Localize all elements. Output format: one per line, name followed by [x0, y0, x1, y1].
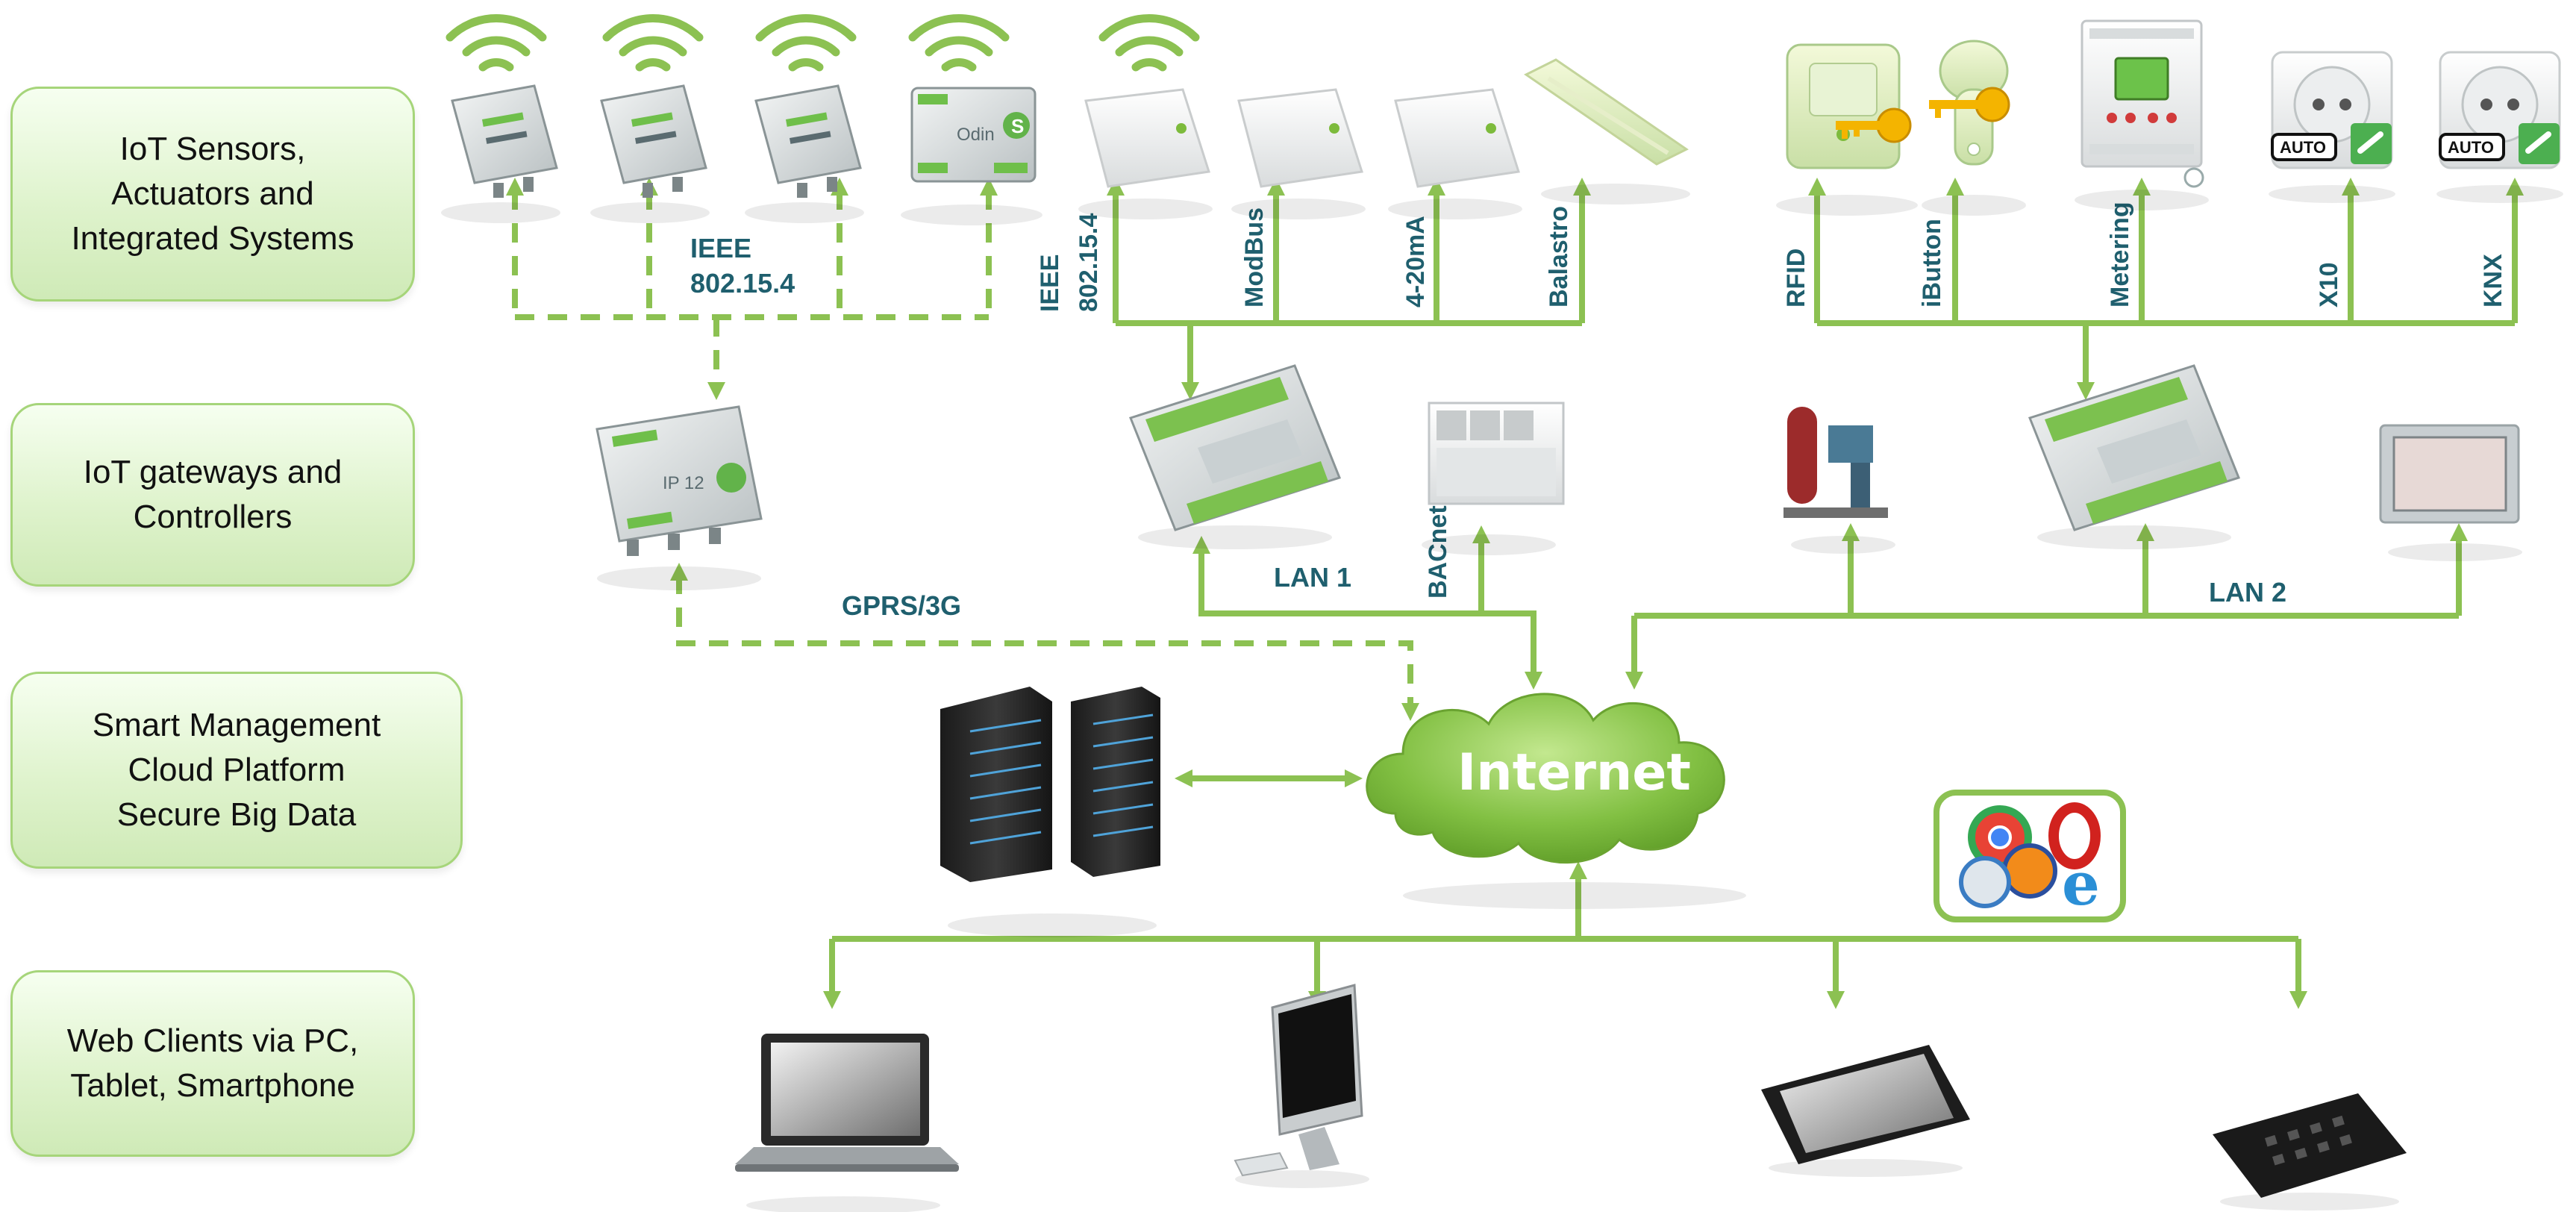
- tablet-client: [1761, 1045, 1970, 1177]
- browser-logos-badge: e: [1933, 790, 2126, 922]
- wifi-signal-icons: [446, 13, 1200, 72]
- gateway-model-text: IP 12: [663, 473, 704, 493]
- internet-label: Internet: [1457, 743, 1691, 802]
- server-rack-group: [940, 687, 1160, 937]
- safari-icon: [1959, 856, 2011, 908]
- din-rail-controller-1: [1129, 364, 1341, 549]
- label-modbus: ModBus: [1240, 207, 1269, 307]
- label-ibutton: iButton: [1918, 219, 1946, 307]
- wired-sensor-1: [1078, 88, 1213, 219]
- wireless-sensor-1: [441, 84, 560, 223]
- odin-brand-text: Odin: [957, 125, 995, 145]
- lan1-line: [1198, 537, 1536, 678]
- wireless-sensor-3: [745, 84, 864, 223]
- label-knx: KNX: [2479, 254, 2507, 307]
- layer-label-cloud: Smart Management Cloud Platform Secure B…: [92, 707, 381, 833]
- label-bacnet: BACnet: [1424, 505, 1452, 599]
- desktop-imac-client: [1234, 984, 1369, 1188]
- odin-logo-letter: S: [1011, 115, 1024, 137]
- lan2-line: [1631, 536, 2462, 678]
- knx-smart-socket: AUTO: [2436, 51, 2563, 203]
- ibutton-key: [1922, 40, 2026, 216]
- label-lan1: LAN 1: [1274, 562, 1351, 593]
- auto-badge-knx: AUTO: [2448, 138, 2494, 157]
- touch-panel: [2379, 424, 2522, 561]
- label-ieee-wired-1: IEEE: [1036, 254, 1064, 312]
- laptop-client: [735, 1034, 959, 1212]
- layer-label-clients: Web Clients via PC, Tablet, Smartphone: [66, 1022, 359, 1104]
- label-ieee-wireless-2: 802.15.4: [690, 268, 795, 299]
- din-rail-controller-2: [2028, 364, 2240, 549]
- gprs-line: [676, 575, 1413, 709]
- x10-smart-socket: AUTO: [2269, 51, 2395, 203]
- smartphone-client: [2213, 1093, 2407, 1211]
- layer-label-sensors: IoT Sensors, Actuators and Integrated Sy…: [71, 131, 354, 257]
- layer-box-gateways: IoT gateways and Controllers: [10, 403, 415, 587]
- label-x10: X10: [2315, 263, 2343, 308]
- chiller-unit: [1422, 402, 1565, 555]
- label-4-20ma: 4-20mA: [1401, 216, 1430, 307]
- client-bus-line: [829, 873, 2301, 996]
- label-balastro: Balastro: [1545, 206, 1573, 307]
- odin-gateway: IP 12: [595, 405, 763, 590]
- label-ieee-wired-2: 802.15.4: [1075, 213, 1103, 312]
- label-metering: Metering: [2106, 202, 2134, 307]
- wireless-odin-sensor: S Odin: [901, 87, 1042, 225]
- systems-bus-line: [1814, 190, 2518, 388]
- rfid-reader: [1776, 43, 1918, 216]
- layer-box-cloud: Smart Management Cloud Platform Secure B…: [10, 672, 463, 869]
- label-gprs: GPRS/3G: [842, 590, 961, 621]
- auto-badge-x10: AUTO: [2280, 138, 2326, 157]
- energy-meter: [2075, 19, 2209, 210]
- label-ieee-wireless-1: IEEE: [690, 233, 751, 263]
- ie-icon: e: [2062, 849, 2100, 919]
- wired-sensor-2: [1231, 88, 1366, 219]
- label-rfid: RFID: [1782, 249, 1810, 307]
- firefox-icon: [2002, 843, 2057, 899]
- layer-label-gateways: IoT gateways and Controllers: [83, 454, 343, 535]
- layer-box-sensors: IoT Sensors, Actuators and Integrated Sy…: [10, 87, 415, 302]
- sensor-bus-line: [1113, 190, 1585, 388]
- opera-icon: [2048, 802, 2101, 869]
- label-lan2: LAN 2: [2209, 577, 2286, 607]
- ballast-light-fixture: [1524, 58, 1690, 204]
- internet-cloud: Internet: [1366, 693, 1746, 909]
- wireless-sensor-2: [590, 84, 710, 223]
- layer-box-clients: Web Clients via PC, Tablet, Smartphone: [10, 970, 415, 1157]
- wired-sensor-3: [1388, 88, 1522, 219]
- pump-system: [1783, 407, 1895, 554]
